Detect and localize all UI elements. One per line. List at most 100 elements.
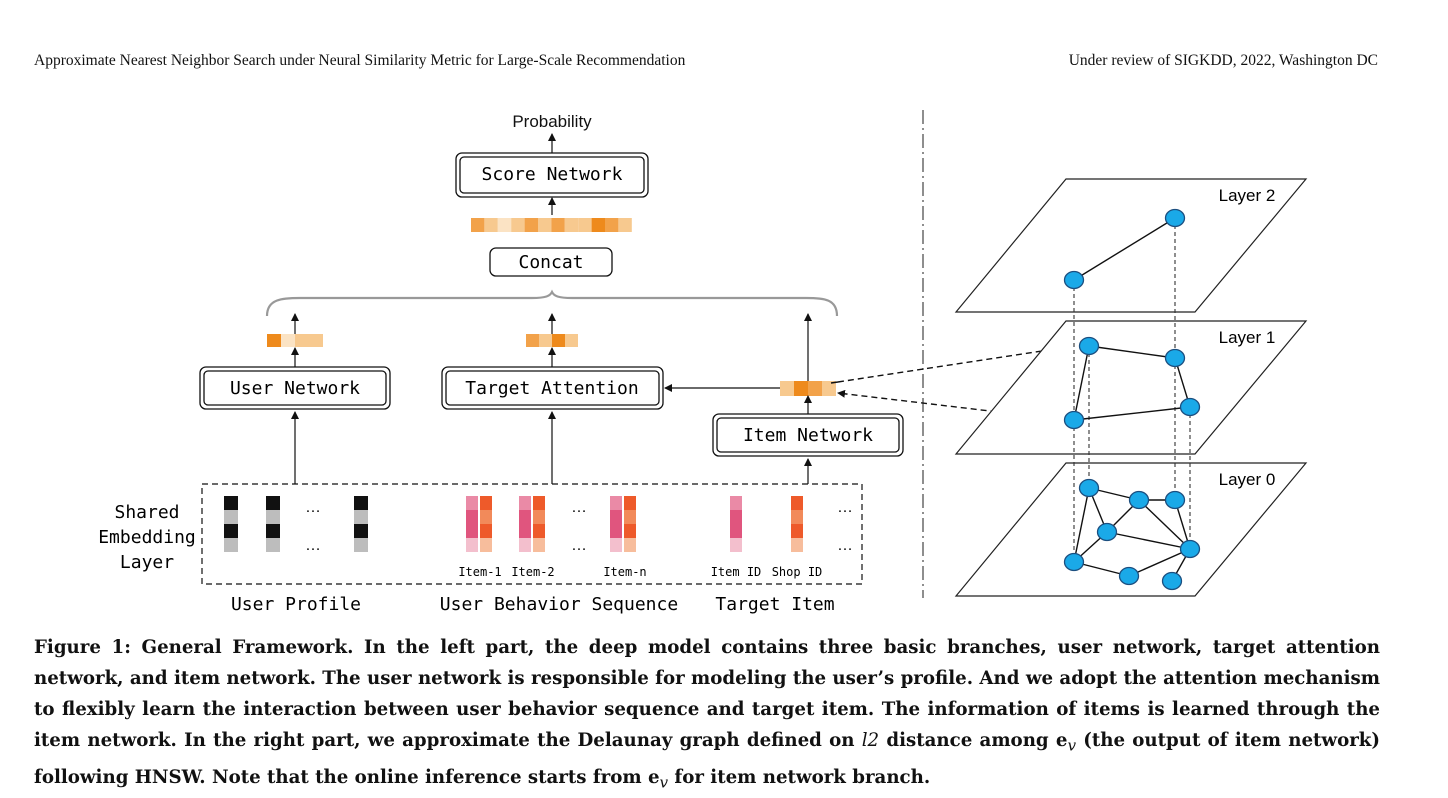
profile-embedding-cell <box>224 496 238 510</box>
item-network-box: Item Network <box>712 413 904 457</box>
graph-node-icon <box>1164 208 1186 228</box>
profile-embedding-cell <box>354 538 368 552</box>
user-network-box: User Network <box>199 366 391 410</box>
score-network-label: Score Network <box>482 164 623 185</box>
layer-2-label: Layer 2 <box>1219 186 1276 205</box>
embedding-cell <box>497 218 512 232</box>
target-item-embeddings <box>730 496 803 552</box>
profile-embedding-cell <box>266 510 280 524</box>
caption-text-1: Figure 1: General Framework. In the left… <box>34 637 1380 751</box>
target-embedding-cell <box>791 524 803 538</box>
embedding-cell <box>822 381 836 396</box>
behavior-embedding-cell <box>519 538 531 552</box>
target-embedding-cell <box>730 524 742 538</box>
graph-node-icon <box>1078 478 1100 498</box>
score-network-box: Score Network <box>455 152 649 198</box>
embedding-cell <box>295 334 309 347</box>
behavior-embedding-cell <box>480 538 492 552</box>
item-embedding-vector-ev <box>780 381 836 396</box>
behavior-embedding-cell <box>624 496 636 510</box>
graph-node-icon <box>1078 336 1100 356</box>
embedding-cell <box>538 218 552 232</box>
profile-embedding-cell <box>354 496 368 510</box>
behavior-embedding-cell <box>466 510 478 524</box>
layer-1-label: Layer 1 <box>1219 328 1276 347</box>
profile-embedding-cell <box>224 538 238 552</box>
embedding-cell <box>618 218 632 232</box>
ellipsis: … <box>838 538 853 554</box>
graph-node-icon <box>1179 539 1201 559</box>
behavior-embedding-cell <box>533 510 545 524</box>
graph-node-icon <box>1179 397 1201 417</box>
target-embedding-cell <box>791 496 803 510</box>
behavior-embedding-cell <box>466 496 478 510</box>
target-item-label: Target Item <box>715 594 834 615</box>
user-network-label: User Network <box>230 378 360 399</box>
running-header-venue: Under review of SIGKDD, 2022, Washington… <box>1068 52 1378 69</box>
behavior-embedding-cell <box>519 524 531 538</box>
behavior-embedding-cell <box>519 496 531 510</box>
ellipsis: … <box>306 500 321 516</box>
layer-0-plane <box>954 462 1308 597</box>
target-embedding-cell <box>791 510 803 524</box>
probability-label: Probability <box>512 112 592 131</box>
graph-node-icon <box>1118 566 1140 586</box>
profile-embedding-cell <box>354 510 368 524</box>
user-profile-label: User Profile <box>231 594 361 615</box>
concat-box: Concat <box>489 247 613 277</box>
caption-text-3: (the output of item network) following H… <box>34 730 1380 788</box>
user-profile-embeddings <box>224 496 368 552</box>
brace-icon <box>265 289 839 317</box>
figure-caption: Figure 1: General Framework. In the left… <box>34 632 1380 798</box>
profile-embedding-cell <box>266 496 280 510</box>
item-2-label: Item-2 <box>511 565 554 579</box>
embedding-cell <box>808 381 822 396</box>
caption-subscript-v: v <box>659 773 669 792</box>
embedding-cell <box>539 334 552 347</box>
shared-embedding-label-2: Embedding <box>98 527 196 548</box>
caption-l2-symbol: l2 <box>861 730 880 751</box>
embedding-cell <box>526 334 539 347</box>
item-n-label: Item-n <box>603 565 646 579</box>
behavior-embedding-cell <box>624 524 636 538</box>
arrow-icon <box>837 389 1067 421</box>
running-header-title: Approximate Nearest Neighbor Search unde… <box>34 52 686 69</box>
item-id-label: Item ID <box>711 565 762 579</box>
target-attention-box: Target Attention <box>441 366 664 410</box>
embedding-cell <box>780 381 794 396</box>
behavior-embedding-cell <box>533 496 545 510</box>
ellipsis: … <box>572 500 587 516</box>
behavior-embedding-cell <box>533 538 545 552</box>
embedding-cell <box>524 218 538 232</box>
shop-id-label: Shop ID <box>772 565 823 579</box>
shared-embedding-layer-box <box>201 483 863 585</box>
behavior-embedding-cell <box>480 510 492 524</box>
embedding-cell <box>564 218 579 232</box>
arrow-icon <box>830 381 839 384</box>
caption-subscript-v: v <box>1067 736 1077 755</box>
behavior-embedding-cell <box>610 524 622 538</box>
graph-node-icon <box>1063 270 1085 290</box>
behavior-embedding-cell <box>610 496 622 510</box>
embedding-cell <box>565 334 578 347</box>
behavior-embedding-cell <box>610 510 622 524</box>
attention-embedding-vector <box>526 334 578 347</box>
graph-nodes <box>1063 208 1201 591</box>
behavior-sequence-embeddings <box>466 496 636 552</box>
profile-embedding-cell <box>266 524 280 538</box>
graph-node-icon <box>1128 490 1150 510</box>
ellipsis: … <box>306 538 321 554</box>
layer-1-plane <box>954 320 1308 455</box>
item-1-label: Item-1 <box>458 565 501 579</box>
caption-text-2: distance among e <box>879 730 1068 751</box>
behavior-embedding-cell <box>624 538 636 552</box>
target-embedding-cell <box>791 538 803 552</box>
behavior-embedding-cell <box>519 510 531 524</box>
caption-text-4: for item network branch. <box>668 766 931 788</box>
embedding-cell <box>484 218 498 232</box>
concat-label: Concat <box>518 252 583 273</box>
graph-node-icon <box>1096 522 1118 542</box>
item-network-label: Item Network <box>743 425 873 446</box>
embedding-cell <box>578 218 592 232</box>
embedding-cell <box>511 218 525 232</box>
